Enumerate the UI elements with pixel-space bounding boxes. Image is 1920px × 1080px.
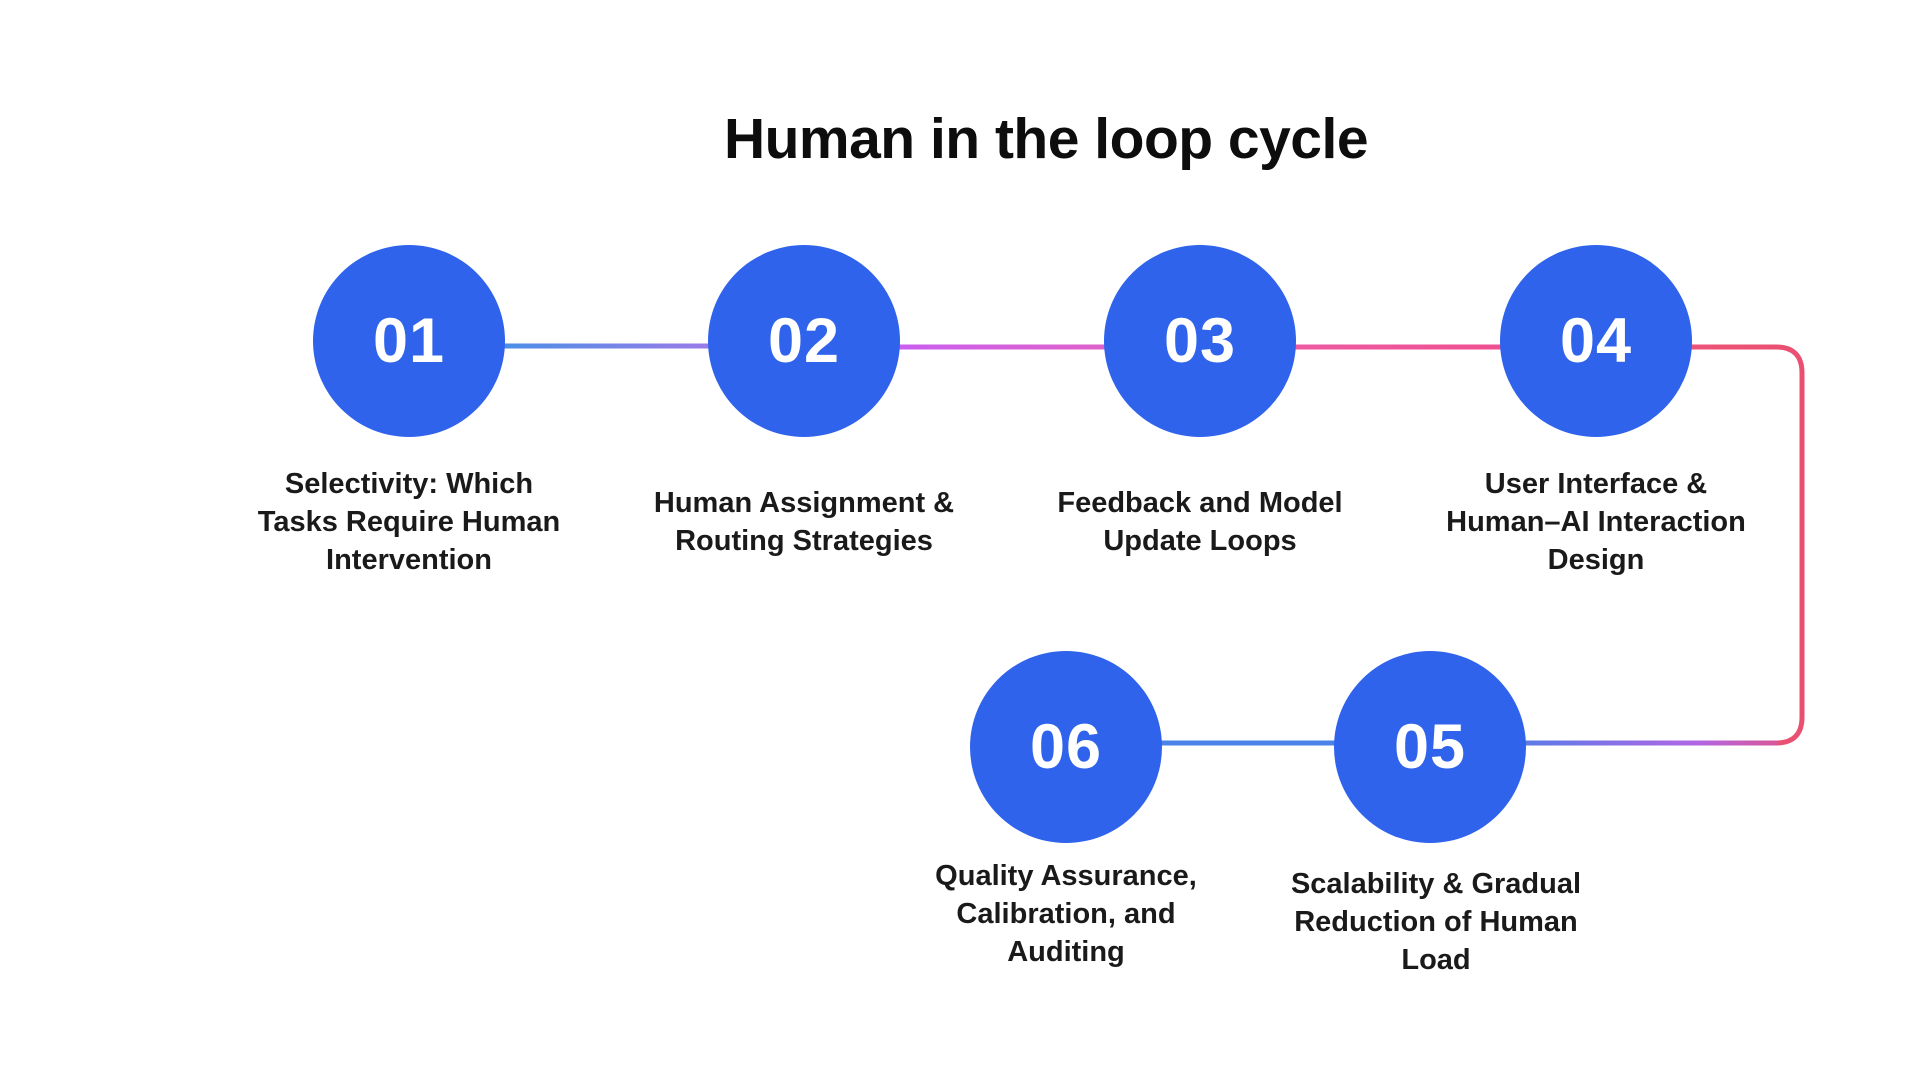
step-04-circle: 04	[1500, 245, 1692, 437]
step-06-circle: 06	[970, 651, 1162, 843]
connector-04-05-loop	[1687, 344, 1805, 746]
step-01-circle: 01	[313, 245, 505, 437]
step-03-circle: 03	[1104, 245, 1296, 437]
step-06-label: Quality Assurance, Calibration, and Audi…	[935, 860, 1197, 968]
step-04-label: User Interface & Human–AI Interaction De…	[1446, 468, 1746, 576]
step-01-number: 01	[372, 305, 446, 376]
step-05-number: 05	[1393, 711, 1467, 782]
step-03-label: Feedback and Model Update Loops	[1057, 487, 1343, 557]
step-05-circle: 05	[1334, 651, 1526, 843]
step-02-label: Human Assignment & Routing Strategies	[653, 487, 955, 557]
step-05-label: Scalability & Gradual Reduction of Human…	[1290, 868, 1582, 976]
step-06-number: 06	[1029, 711, 1103, 782]
step-02-circle: 02	[708, 245, 900, 437]
diagram-title: Human in the loop cycle	[723, 107, 1369, 171]
step-03-number: 03	[1163, 305, 1237, 376]
step-01-label: Selectivity: Which Tasks Require Human I…	[257, 468, 561, 576]
step-04-number: 04	[1559, 305, 1633, 376]
step-02-number: 02	[767, 305, 841, 376]
